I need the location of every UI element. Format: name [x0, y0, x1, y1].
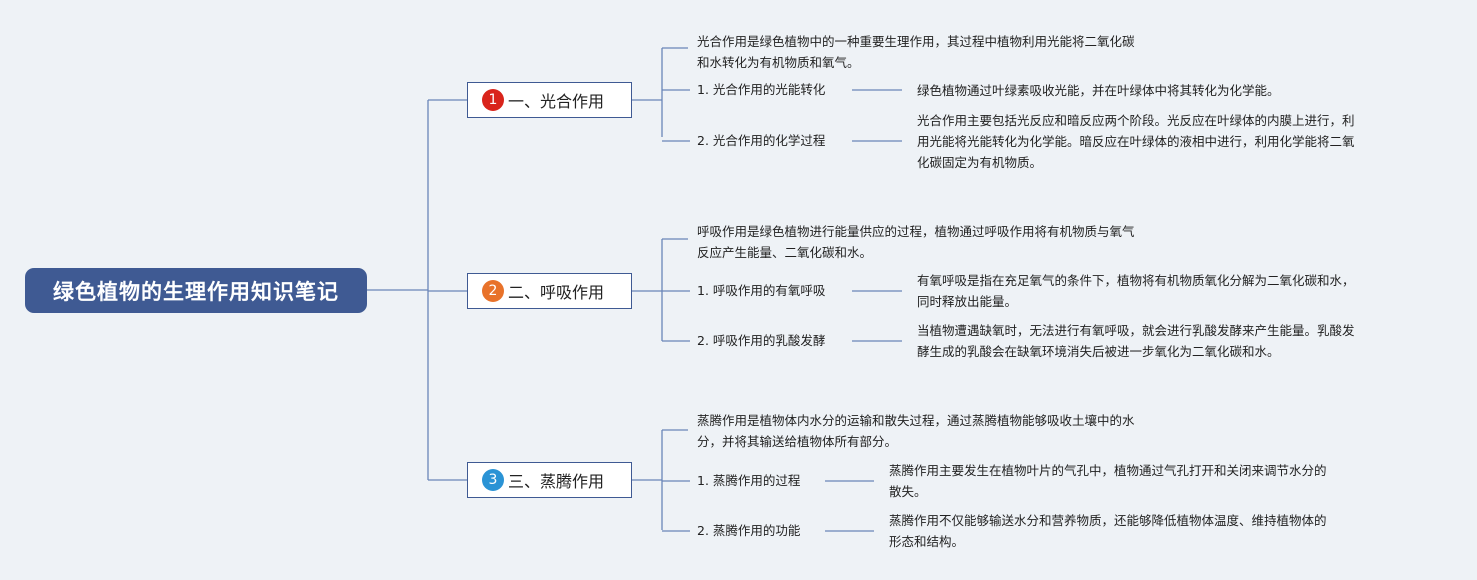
root-title: 绿色植物的生理作用知识笔记 — [53, 279, 339, 304]
sub-topic-label[interactable]: 2. 光合作用的化学过程 — [697, 133, 826, 148]
root-topic[interactable]: 绿色植物的生理作用知识笔记 — [25, 268, 367, 313]
sub-topic-detail: 蒸腾作用主要发生在植物叶片的气孔中，植物通过气孔打开和关闭来调节水分的散失。 — [889, 460, 1327, 502]
sub-topic-detail-line: 形态和结构。 — [889, 534, 965, 549]
sub-topic-detail-line: 当植物遭遇缺氧时，无法进行有氧呼吸，就会进行乳酸发酵来产生能量。乳酸发 — [917, 323, 1355, 338]
sub-topic-label[interactable]: 1. 呼吸作用的有氧呼吸 — [697, 283, 826, 298]
branch-summary: 蒸腾作用是植物体内水分的运输和散失过程，通过蒸腾植物能够吸收土壤中的水分，并将其… — [697, 410, 1135, 452]
branch-summary-line: 光合作用是绿色植物中的一种重要生理作用，其过程中植物利用光能将二氧化碳 — [697, 34, 1135, 49]
sub-topic-detail-line: 有氧呼吸是指在充足氧气的条件下，植物将有机物质氧化分解为二氧化碳和水， — [917, 273, 1355, 288]
number-badge-icon: 2 — [482, 280, 504, 302]
sub-topic-detail: 蒸腾作用不仅能够输送水分和营养物质，还能够降低植物体温度、维持植物体的形态和结构… — [889, 510, 1327, 552]
number-badge-icon: 1 — [482, 89, 504, 111]
sub-topic-detail-line: 光合作用主要包括光反应和暗反应两个阶段。光反应在叶绿体的内膜上进行，利 — [917, 113, 1355, 128]
sub-topic-detail-line: 化碳固定为有机物质。 — [917, 155, 1043, 170]
branch-summary-line: 呼吸作用是绿色植物进行能量供应的过程，植物通过呼吸作用将有机物质与氧气 — [697, 224, 1135, 239]
branch-summary-line: 反应产生能量、二氧化碳和水。 — [697, 245, 873, 260]
sub-topic-detail-line: 用光能将光能转化为化学能。暗反应在叶绿体的液相中进行，利用化学能将二氧 — [917, 134, 1355, 149]
branch-summary-line: 蒸腾作用是植物体内水分的运输和散失过程，通过蒸腾植物能够吸收土壤中的水 — [697, 413, 1135, 428]
sub-topic-label[interactable]: 2. 呼吸作用的乳酸发酵 — [697, 333, 826, 348]
branch-label: 三、蒸腾作用 — [508, 472, 605, 491]
sub-topic-detail: 光合作用主要包括光反应和暗反应两个阶段。光反应在叶绿体的内膜上进行，利用光能将光… — [917, 110, 1355, 173]
sub-topic-detail: 有氧呼吸是指在充足氧气的条件下，植物将有机物质氧化分解为二氧化碳和水， 同时释放出… — [917, 270, 1355, 312]
sub-topic-detail-line: 绿色植物通过叶绿素吸收光能，并在叶绿体中将其转化为化学能。 — [917, 83, 1280, 98]
sub-topic-label[interactable]: 1. 光合作用的光能转化 — [697, 82, 826, 97]
sub-topic-detail-line: 酵生成的乳酸会在缺氧环境消失后被进一步氧化为二氧化碳和水。 — [917, 344, 1280, 359]
branch-label: 二、呼吸作用 — [508, 283, 605, 302]
sub-topic-detail-line: 蒸腾作用主要发生在植物叶片的气孔中，植物通过气孔打开和关闭来调节水分的 — [889, 463, 1327, 478]
sub-topic-label[interactable]: 1. 蒸腾作用的过程 — [697, 473, 801, 488]
branch-summary: 呼吸作用是绿色植物进行能量供应的过程，植物通过呼吸作用将有机物质与氧气反应产生能… — [697, 221, 1135, 263]
branch-label: 一、光合作用 — [508, 92, 605, 111]
sub-topic-detail: 当植物遭遇缺氧时，无法进行有氧呼吸，就会进行乳酸发酵来产生能量。乳酸发酵生成的乳… — [917, 320, 1355, 362]
sub-topic-detail-line: 蒸腾作用不仅能够输送水分和营养物质，还能够降低植物体温度、维持植物体的 — [889, 513, 1327, 528]
branch-summary-line: 分，并将其输送给植物体所有部分。 — [697, 434, 898, 449]
branch-summary: 光合作用是绿色植物中的一种重要生理作用，其过程中植物利用光能将二氧化碳和水转化为… — [697, 31, 1135, 73]
sub-topic-detail-line: 散失。 — [889, 484, 927, 499]
sub-topic-detail: 绿色植物通过叶绿素吸收光能，并在叶绿体中将其转化为化学能。 — [917, 80, 1280, 101]
branch-summary-line: 和水转化为有机物质和氧气。 — [697, 55, 860, 70]
sub-topic-detail-line: 同时释放出能量。 — [917, 294, 1018, 309]
sub-topic-label[interactable]: 2. 蒸腾作用的功能 — [697, 523, 801, 538]
number-badge-icon: 3 — [482, 469, 504, 491]
